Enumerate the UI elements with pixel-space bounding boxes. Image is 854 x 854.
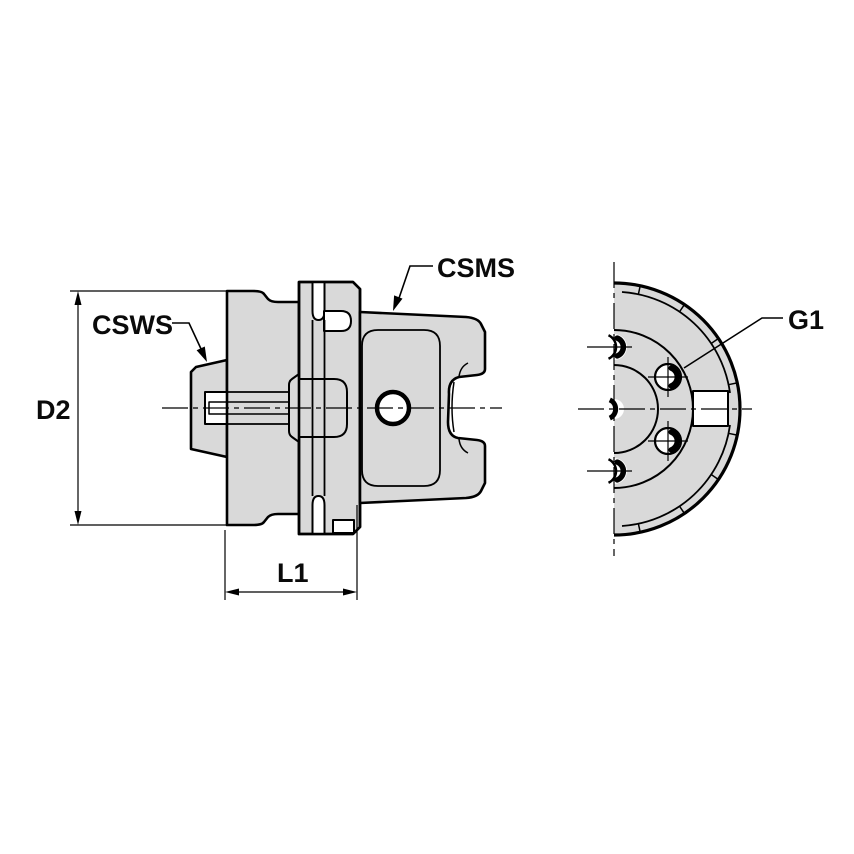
leader-csws bbox=[172, 322, 207, 362]
recess-contour bbox=[458, 438, 469, 454]
ring-slot-top bbox=[311, 282, 326, 321]
thread-crescents bbox=[614, 335, 681, 483]
leader-g1 bbox=[683, 317, 783, 369]
rim-inner-arc bbox=[621, 291, 731, 394]
arrow-right-icon bbox=[343, 588, 357, 596]
leader-csms bbox=[393, 265, 433, 311]
recess-contour bbox=[458, 362, 469, 378]
leader-arrow-icon bbox=[393, 295, 403, 311]
label-csms: CSMS bbox=[437, 253, 515, 283]
dimension-d2 bbox=[70, 290, 226, 526]
collar-notch-bottom bbox=[332, 519, 355, 534]
arrow-up-icon bbox=[74, 291, 82, 305]
end-view bbox=[578, 262, 752, 556]
label-csws: CSWS bbox=[92, 310, 173, 340]
arrow-left-icon bbox=[225, 588, 239, 596]
label-g1: G1 bbox=[788, 305, 824, 335]
screw-head bbox=[298, 378, 348, 438]
side-view bbox=[162, 280, 502, 536]
dimension-l1 bbox=[224, 505, 358, 600]
collar-outline bbox=[297, 280, 362, 536]
arrow-down-icon bbox=[74, 511, 82, 525]
leader-arrow-icon bbox=[196, 346, 207, 362]
ring-slot-bottom bbox=[311, 495, 326, 534]
outer-circle bbox=[613, 281, 742, 537]
shank-inner-contour bbox=[361, 329, 441, 487]
label-d2: D2 bbox=[36, 395, 71, 425]
collar-notch-top bbox=[323, 310, 352, 332]
recess-contour bbox=[451, 381, 455, 433]
hub-circle bbox=[613, 364, 659, 454]
label-l1: L1 bbox=[277, 558, 309, 588]
hole-crosshairs bbox=[587, 346, 688, 472]
rim-inner-arc bbox=[621, 424, 731, 527]
